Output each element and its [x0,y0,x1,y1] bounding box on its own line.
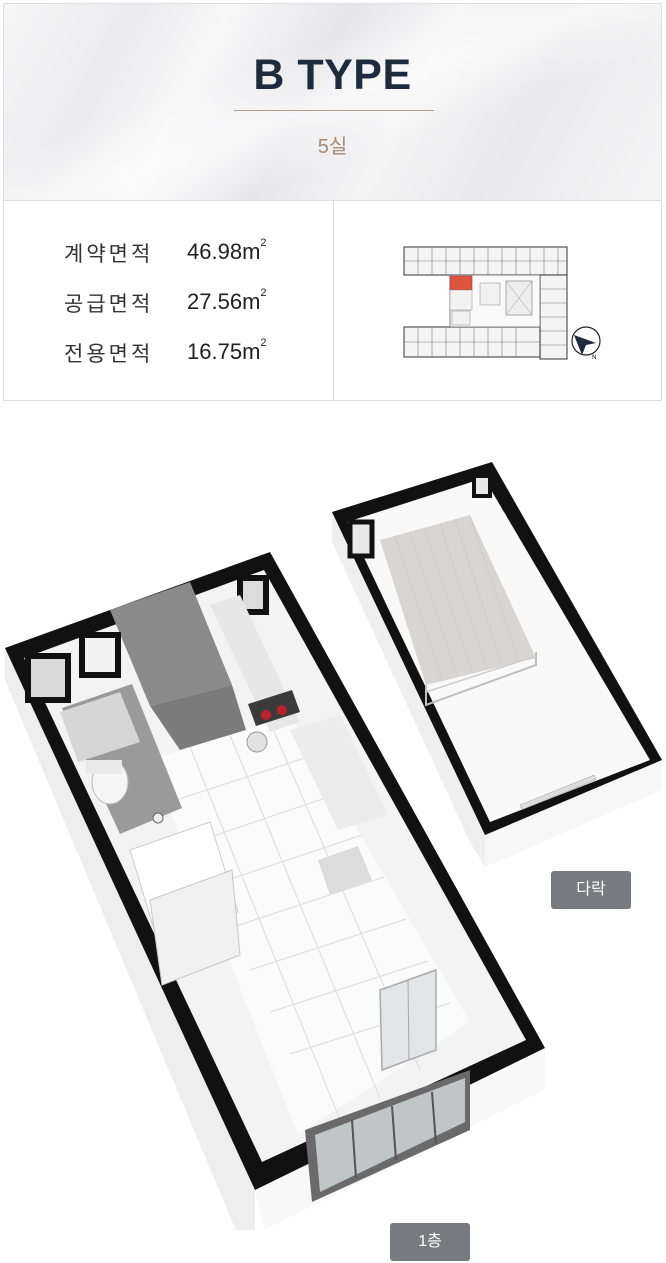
unit-floor-plan [5,462,662,1230]
area-info-panel: 계약면적 46.98m2 공급면적 27.56m2 전용면적 16.75m2 [3,201,662,401]
loft-plan [332,462,662,867]
header-background [4,4,661,200]
compass-icon: N [571,326,601,361]
area-label: 공급면적 [64,293,154,316]
loft-tag: 다락 [551,871,631,909]
area-value: 46.98m2 [187,237,267,264]
first-floor-plan [5,552,545,1230]
area-label: 계약면적 [64,243,154,266]
type-title: B TYPE [253,51,412,99]
panel-divider [333,201,334,400]
area-label: 전용면적 [64,343,154,366]
first-floor-tag: 1층 [390,1223,470,1261]
key-plan-map: N [403,246,601,361]
title-divider [234,110,434,111]
area-value: 16.75m2 [187,337,267,364]
area-value: 27.56m2 [187,287,267,314]
type-header: B TYPE 5실 [3,3,662,201]
svg-text:N: N [592,354,597,361]
unit-count: 5실 [317,136,348,158]
highlighted-unit [449,275,473,291]
